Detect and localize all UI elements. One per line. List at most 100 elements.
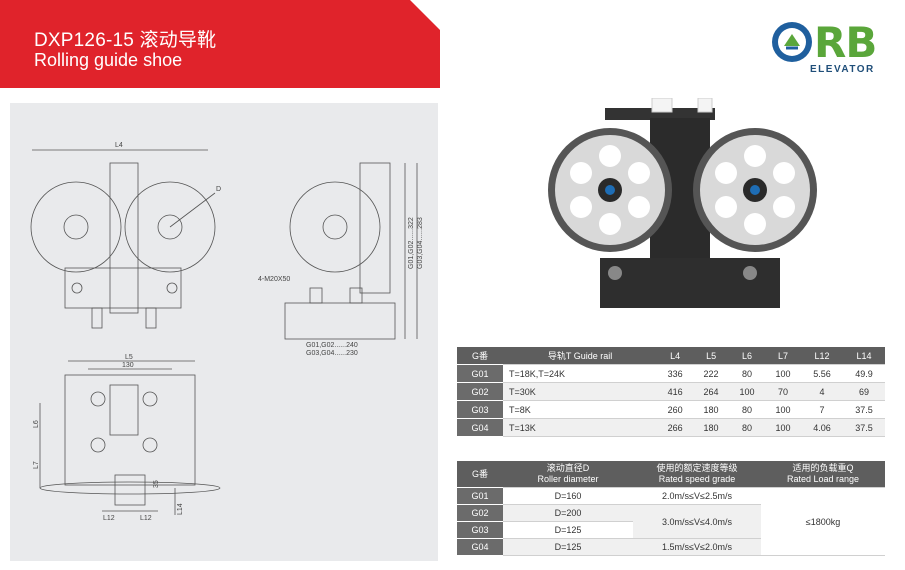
label-130: 130 bbox=[122, 362, 134, 369]
th-load-cn: 适用的负载重Q bbox=[792, 463, 854, 473]
photo-base bbox=[600, 258, 780, 308]
cell-l7: 70 bbox=[765, 382, 802, 401]
front-wheel-left bbox=[30, 181, 122, 273]
th-l7: L7 bbox=[765, 347, 802, 365]
cell-l4: 336 bbox=[657, 364, 694, 383]
orb-circle-logo-icon bbox=[772, 22, 812, 62]
label-spec-a: G01,G02......240 bbox=[306, 342, 358, 349]
cell-load: ≤1800kg bbox=[761, 487, 885, 556]
th-l6: L6 bbox=[729, 347, 766, 365]
cell-l5: 180 bbox=[693, 418, 730, 437]
cell-l12: 5.56 bbox=[801, 364, 843, 383]
cell-g: G02 bbox=[457, 504, 503, 522]
cell-diameter: D=125 bbox=[503, 521, 633, 539]
cell-l5: 180 bbox=[693, 400, 730, 419]
product-photo-svg bbox=[548, 97, 817, 308]
th-l5: L5 bbox=[693, 347, 730, 365]
th-l12: L12 bbox=[801, 347, 843, 365]
th-g: G番 bbox=[457, 347, 503, 365]
cell-speed: 3.0m/s≤V≤4.0m/s bbox=[633, 504, 761, 539]
front-body bbox=[109, 162, 139, 314]
table-row: G03 T=8K 260 180 80 100 7 37.5 bbox=[457, 400, 885, 419]
dimension-table: G番 导轨T Guide rail L4 L5 L6 L7 L12 L14 G0… bbox=[457, 347, 885, 437]
photo-wheel-left bbox=[548, 128, 672, 252]
cell-rail: T=18K,T=24K bbox=[503, 364, 658, 383]
label-l7: L7 bbox=[33, 461, 40, 469]
cell-g: G01 bbox=[457, 487, 503, 505]
side-body bbox=[359, 162, 391, 294]
cell-g: G03 bbox=[457, 521, 503, 539]
th-load-en: Rated Load range bbox=[786, 474, 860, 484]
brand-logo: RB ELEVATOR bbox=[770, 18, 880, 78]
banner-shape bbox=[0, 0, 440, 88]
logo-wordmark: ELEVATOR bbox=[810, 64, 875, 75]
label-l12-right: L12 bbox=[140, 515, 152, 522]
cell-l5: 264 bbox=[693, 382, 730, 401]
th-l4: L4 bbox=[657, 347, 694, 365]
header-banner: DXP126-15 滚动导靴 Rolling guide shoe bbox=[0, 0, 440, 88]
table-header-row: G番 导轨T Guide rail L4 L5 L6 L7 L12 L14 bbox=[457, 347, 885, 365]
cell-l6: 80 bbox=[729, 418, 766, 437]
label-vert-b: G03,G04......283 bbox=[417, 217, 424, 269]
cell-g: G02 bbox=[457, 382, 503, 401]
page-subtitle: Rolling guide shoe bbox=[34, 50, 183, 70]
label-vert-a: G01,G02......322 bbox=[408, 217, 415, 269]
cell-l5: 222 bbox=[693, 364, 730, 383]
cell-l12: 4.06 bbox=[801, 418, 843, 437]
label-l14: L14 bbox=[177, 503, 184, 515]
label-l4: L4 bbox=[115, 142, 123, 149]
th-g: G番 bbox=[457, 461, 503, 488]
th-speed-en: Rated speed grade bbox=[658, 474, 736, 484]
cell-l14: 49.9 bbox=[843, 364, 885, 383]
front-wheel-right bbox=[124, 181, 216, 273]
cell-l6: 80 bbox=[729, 364, 766, 383]
table-row: G02 D=200 3.0m/s≤V≤4.0m/s bbox=[457, 504, 885, 539]
cell-l12: 7 bbox=[801, 400, 843, 419]
label-spec-b: G03,G04......230 bbox=[306, 350, 358, 357]
cell-l14: 37.5 bbox=[843, 418, 885, 437]
label-35: 35 bbox=[153, 480, 160, 488]
product-photo bbox=[540, 97, 840, 313]
table-row: T=30K 4 69 bbox=[457, 382, 885, 401]
cell-rail: T=30K bbox=[503, 382, 658, 401]
cell-l4: 416 bbox=[657, 382, 694, 401]
label-l12-left: L12 bbox=[103, 515, 115, 522]
th-speed-cn: 使用的额定速度等级 bbox=[656, 463, 738, 473]
cell-l14: 69 bbox=[843, 382, 885, 401]
cell-diameter: D=200 bbox=[503, 504, 633, 522]
table-row: G01 T=18K,T=24K 336 222 80 100 5.56 49.9 bbox=[457, 364, 885, 383]
page-title: DXP126-15 滚动导靴 bbox=[34, 30, 217, 51]
top-view-rail bbox=[39, 481, 221, 495]
photo-wheel-right bbox=[693, 128, 817, 252]
label-l6: L6 bbox=[33, 420, 40, 428]
side-base bbox=[284, 302, 396, 340]
cell-l7: 100 bbox=[765, 418, 802, 437]
table-row: G03 D=125 bbox=[457, 521, 885, 539]
table-row: G01 D=160 2.0m/s≤V≤2.5m/s ≤1800kg bbox=[457, 487, 885, 556]
cell-g: G01 bbox=[457, 364, 503, 383]
label-d: D bbox=[216, 186, 221, 193]
cell-diameter: D=125 bbox=[503, 538, 633, 556]
cell-l14: 37.5 bbox=[843, 400, 885, 419]
table-row: G04 T=13K 266 180 80 100 4.06 37.5 bbox=[457, 418, 885, 437]
performance-table: G番 滚动直径D Roller diameter 使用的额定速度等级 Rated… bbox=[457, 461, 885, 556]
th-diameter: 滚动直径D Roller diameter bbox=[503, 461, 633, 488]
cell-l6: 100 bbox=[729, 382, 766, 401]
top-view-body bbox=[64, 374, 196, 486]
table-row: G04 D=125 1.5m/s≤V≤2.0m/s bbox=[457, 538, 885, 556]
th-rail: 导轨T Guide rail bbox=[503, 347, 658, 365]
cell-diameter: D=160 bbox=[503, 487, 633, 505]
technical-drawing: L4 D 4-M20X50 G01,G02......240 G03,G04..… bbox=[10, 103, 438, 561]
th-speed: 使用的额定速度等级 Rated speed grade bbox=[633, 461, 761, 488]
cell-l12: 4 bbox=[801, 382, 843, 401]
cell-g: G04 bbox=[457, 418, 503, 437]
cell-g: G04 bbox=[457, 538, 503, 556]
cell-l4: 260 bbox=[657, 400, 694, 419]
cell-l7: 100 bbox=[765, 400, 802, 419]
drawing-svg: L4 D 4-M20X50 G01,G02......240 G03,G04..… bbox=[30, 142, 424, 522]
label-bolt: 4-M20X50 bbox=[258, 276, 290, 283]
logo-letters: RB bbox=[814, 18, 877, 67]
cell-l6: 80 bbox=[729, 400, 766, 419]
cell-rail: T=13K bbox=[503, 418, 658, 437]
th-diameter-en: Roller diameter bbox=[537, 474, 599, 484]
